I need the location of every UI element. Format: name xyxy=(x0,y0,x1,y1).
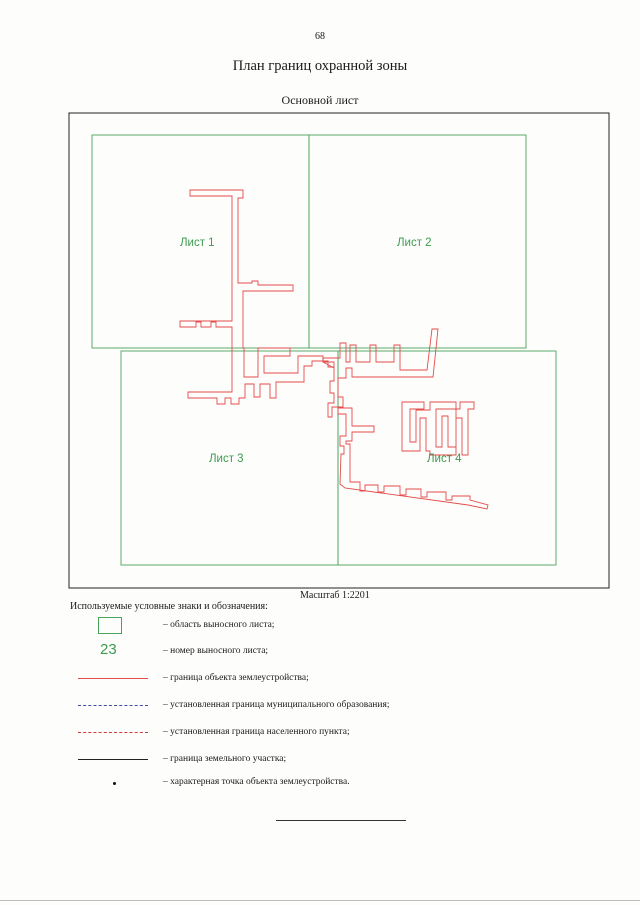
sheet-label-2: Лист 2 xyxy=(397,237,432,249)
sheet-area-2 xyxy=(308,134,527,349)
legend-item-municipal-boundary: – установленная граница муниципального о… xyxy=(70,696,610,716)
legend-heading: Используемые условные знаки и обозначени… xyxy=(70,601,268,612)
legend-item-text: – граница объекта землеустройства; xyxy=(163,673,309,683)
legend-item-sheet-area: – область выносного листа; xyxy=(70,616,610,636)
black-solid-line-symbol xyxy=(70,750,160,770)
blue-dashed-line-symbol xyxy=(70,696,160,716)
page-title: План границ охранной зоны xyxy=(232,58,408,74)
page-number: 68 xyxy=(315,31,325,42)
legend-item-sheet-number: 23 – номер выносного листа; xyxy=(70,641,610,662)
legend-item-text: – номер выносного листа; xyxy=(163,646,269,656)
sheet-number-example: 23 xyxy=(100,641,117,658)
legend-item-land-plot-boundary: – граница земельного участка; xyxy=(70,750,610,770)
sheet-labels: Лист 1 Лист 2 Лист 3 Лист 4 xyxy=(180,237,462,465)
legend-item-characteristic-point: – характерная точка объекта землеустройс… xyxy=(70,773,610,793)
scan-bottom-edge xyxy=(0,900,640,901)
legend-item-text: – граница земельного участка; xyxy=(163,754,287,764)
sheet-area-symbol xyxy=(70,616,160,636)
point-symbol xyxy=(70,773,160,793)
red-dashed-line-symbol xyxy=(70,723,160,743)
object-boundary xyxy=(179,189,489,510)
legend-item-text: – область выносного листа; xyxy=(163,620,275,630)
red-solid-line-symbol xyxy=(70,669,160,689)
sheet-areas xyxy=(91,134,557,566)
sheet-label-4: Лист 4 xyxy=(427,453,462,465)
legend-item-object-boundary: – граница объекта землеустройства; xyxy=(70,669,610,689)
sheet-number-symbol: 23 xyxy=(70,641,160,662)
sheet-label-1: Лист 1 xyxy=(180,237,215,249)
sheet-label-3: Лист 3 xyxy=(209,453,244,465)
object-boundary-west xyxy=(179,189,335,405)
object-boundary-comb xyxy=(401,401,475,456)
page-subtitle: Основной лист xyxy=(281,93,359,107)
signature-line xyxy=(276,820,406,821)
legend-item-text: – характерная точка объекта землеустройс… xyxy=(163,777,350,787)
legend-item-text: – установленная граница населенного пунк… xyxy=(163,727,350,737)
legend-item-text: – установленная граница муниципального о… xyxy=(163,700,390,710)
object-boundary-east xyxy=(322,328,439,418)
map-scale-label: Масштаб 1:2201 xyxy=(300,590,370,601)
sheet-area-4 xyxy=(337,350,557,566)
map-frame xyxy=(68,112,610,589)
object-boundary-south xyxy=(337,407,489,510)
legend-item-settlement-boundary: – установленная граница населенного пунк… xyxy=(70,723,610,743)
